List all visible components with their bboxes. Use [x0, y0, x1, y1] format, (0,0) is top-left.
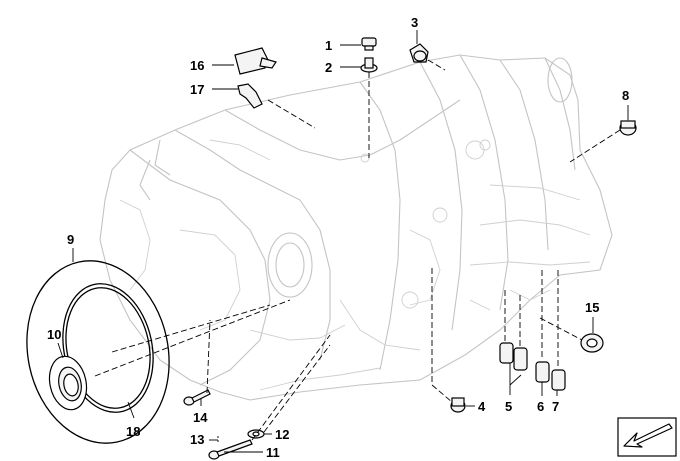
washer-part-12 — [247, 429, 265, 439]
leader-lines — [57, 30, 629, 453]
transmission-housing — [99, 54, 613, 401]
label-10: 10 — [47, 327, 61, 342]
label-8: 8 — [622, 88, 629, 103]
plug-part-4 — [450, 397, 466, 413]
plug-part-8 — [619, 120, 637, 136]
label-9: 9 — [67, 232, 74, 247]
cap-part-1 — [361, 37, 377, 51]
label-4: 4 — [478, 399, 486, 414]
label-14: 14 — [193, 410, 208, 425]
bolt-part-11 — [208, 439, 253, 460]
label-1: 1 — [325, 38, 332, 53]
bracket-part-17 — [237, 83, 263, 109]
label-11: 11 — [266, 445, 280, 460]
label-2: 2 — [325, 60, 332, 75]
label-16: 16 — [190, 58, 204, 73]
sleeve-part-7 — [551, 369, 566, 391]
ring-part-15 — [580, 333, 604, 353]
plug-part-3 — [409, 43, 429, 63]
radial-seal — [48, 355, 88, 411]
gasket-ring — [26, 260, 170, 444]
label-5: 5 — [505, 399, 512, 414]
sleeve-part-6 — [535, 361, 550, 383]
arrow-down-left-icon — [617, 417, 677, 457]
label-18: 18 — [126, 424, 140, 439]
label-6: 6 — [537, 399, 544, 414]
label-12: 12 — [275, 427, 289, 442]
sleeve-part-5 — [499, 342, 528, 371]
label-7: 7 — [552, 399, 559, 414]
bolt-part-14 — [183, 389, 211, 406]
washer-part-2 — [360, 57, 378, 73]
label-15: 15 — [585, 300, 599, 315]
part-labels: 1 2 3 8 16 17 9 10 18 14 13 12 11 4 5 6 … — [47, 15, 629, 460]
connector-part-16 — [234, 47, 277, 75]
label-17: 17 — [190, 82, 204, 97]
label-13: 13 — [190, 432, 204, 447]
label-3: 3 — [411, 15, 418, 30]
assembly-lines — [94, 59, 621, 441]
